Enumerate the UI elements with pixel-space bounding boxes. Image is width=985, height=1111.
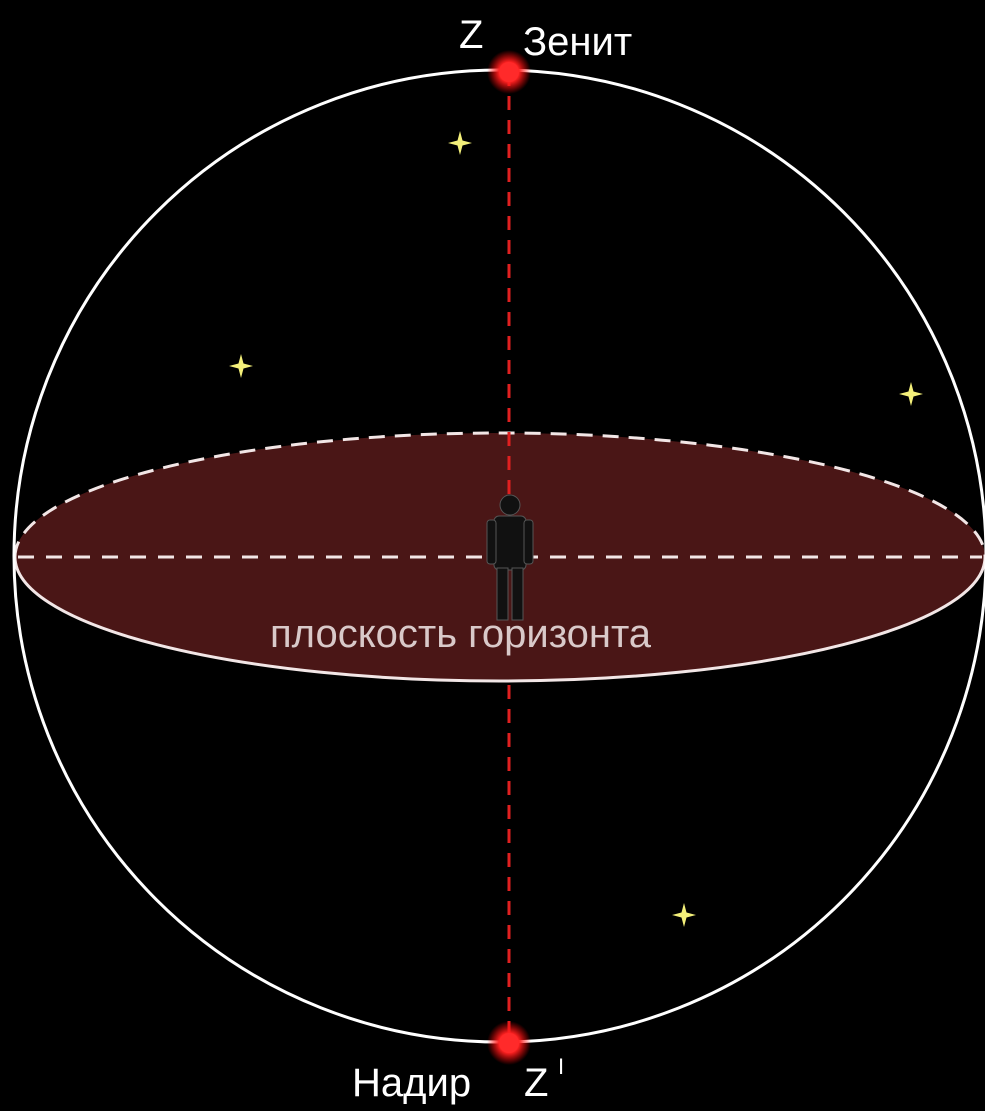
star-icon	[899, 382, 923, 406]
star-icon	[448, 131, 472, 155]
nadir-letter: Z	[524, 1061, 548, 1105]
horizon-back-edge	[13, 431, 985, 558]
nadir-label: Надир	[352, 1061, 471, 1105]
zenith-point-core	[499, 62, 519, 82]
star-icon	[672, 903, 696, 927]
horizon-plane-label: плоскость горизонта	[270, 612, 652, 656]
star-icon	[229, 354, 253, 378]
nadir-prime-mark: I	[558, 1054, 564, 1079]
observer-figure-icon	[486, 494, 534, 621]
zenith-label: Зенит	[523, 20, 632, 64]
zenith-letter: Z	[459, 13, 483, 57]
horizon-front-edge	[13, 556, 985, 683]
nadir-point-core	[499, 1033, 519, 1053]
